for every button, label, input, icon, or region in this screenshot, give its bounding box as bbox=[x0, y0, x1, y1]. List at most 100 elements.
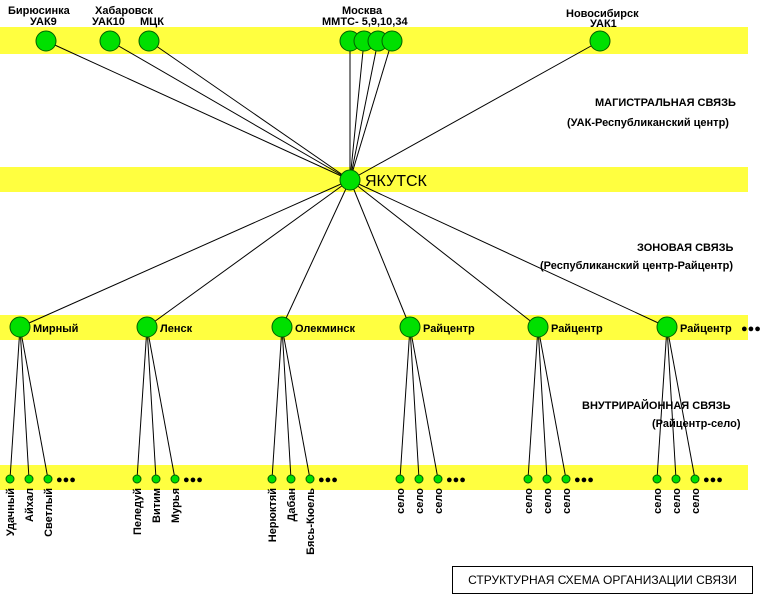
line-district-5-village-1 bbox=[527, 326, 539, 480]
label-moscow-city: Москва bbox=[342, 5, 383, 17]
village-more-dots-2: ●●● bbox=[183, 474, 203, 486]
village-node-2-3 bbox=[170, 474, 180, 484]
village-label-2-2: Витим bbox=[151, 488, 163, 523]
label-khabarovsk-code: УАК10 bbox=[92, 16, 125, 28]
band-village-level bbox=[0, 465, 748, 490]
line-district-1-village-3 bbox=[19, 326, 49, 480]
village-label-5-1: село bbox=[523, 488, 535, 514]
village-node-5-2 bbox=[542, 474, 552, 484]
node-biryusinka bbox=[35, 30, 57, 52]
village-node-6-3 bbox=[690, 474, 700, 484]
line-yakutsk-district-2 bbox=[146, 179, 351, 328]
nodes bbox=[5, 30, 700, 484]
line-mck-yakutsk bbox=[148, 40, 351, 181]
village-label-6-1: село bbox=[652, 488, 664, 514]
village-more-dots-1: ●●● bbox=[56, 474, 76, 486]
line-moscow-2-yakutsk bbox=[349, 40, 365, 181]
line-district-4-village-3 bbox=[409, 326, 439, 480]
line-district-2-village-2 bbox=[146, 326, 157, 480]
node-novosibirsk bbox=[589, 30, 611, 52]
village-label-5-3: село bbox=[561, 488, 573, 514]
line-district-5-village-3 bbox=[537, 326, 567, 480]
line-district-2-village-1 bbox=[136, 326, 148, 480]
village-node-1-2 bbox=[24, 474, 34, 484]
village-label-6-2: село bbox=[671, 488, 683, 514]
district-label-1: Мирный bbox=[33, 323, 78, 335]
district-node-4 bbox=[399, 316, 421, 338]
center-node-yakutsk bbox=[339, 169, 361, 191]
label-moscow-code: ММТС- 5,9,10,34 bbox=[322, 16, 408, 28]
village-node-5-3 bbox=[561, 474, 571, 484]
line-moscow-3-yakutsk bbox=[349, 40, 379, 181]
intra-subtitle: (Райцентр-село) bbox=[652, 418, 741, 430]
line-moscow-4-yakutsk bbox=[349, 40, 393, 181]
line-district-1-village-2 bbox=[19, 326, 30, 480]
village-node-4-1 bbox=[395, 474, 405, 484]
village-label-1-1: Удачный bbox=[5, 488, 17, 536]
village-label-1-3: Светлый bbox=[43, 488, 55, 537]
node-mck bbox=[138, 30, 160, 52]
village-label-3-3: Бясь-Кюель bbox=[305, 488, 317, 555]
district-label-2: Ленск bbox=[160, 323, 193, 335]
line-district-3-village-1 bbox=[271, 326, 283, 480]
trunk-subtitle: (УАК-Республиканский центр) bbox=[567, 117, 729, 129]
label-khabarovsk-city: Хабаровск bbox=[95, 5, 153, 17]
line-district-3-village-3 bbox=[281, 326, 311, 480]
village-more-dots-3: ●●● bbox=[318, 474, 338, 486]
label-mck-code: МЦК bbox=[140, 16, 164, 28]
district-node-6 bbox=[656, 316, 678, 338]
district-label-3: Олекминск bbox=[295, 323, 356, 335]
line-yakutsk-district-6 bbox=[349, 179, 668, 328]
village-node-1-1 bbox=[5, 474, 15, 484]
band-district-level bbox=[0, 315, 748, 340]
district-node-1 bbox=[9, 316, 31, 338]
district-node-5 bbox=[527, 316, 549, 338]
village-label-2-1: Пеледуй bbox=[132, 488, 144, 535]
village-label-6-3: село bbox=[690, 488, 702, 514]
village-node-5-1 bbox=[523, 474, 533, 484]
village-more-dots-5: ●●● bbox=[574, 474, 594, 486]
village-label-5-2: село bbox=[542, 488, 554, 514]
district-node-2 bbox=[136, 316, 158, 338]
intra-title: ВНУТРИРАЙОННАЯ СВЯЗЬ bbox=[582, 399, 731, 412]
line-district-1-village-1 bbox=[9, 326, 21, 480]
village-node-4-3 bbox=[433, 474, 443, 484]
line-khabarovsk-yakutsk bbox=[109, 40, 351, 181]
village-node-3-2 bbox=[286, 474, 296, 484]
village-node-4-2 bbox=[414, 474, 424, 484]
center-label-yakutsk: ЯКУТСК bbox=[365, 173, 428, 190]
line-district-6-village-2 bbox=[666, 326, 677, 480]
line-yakutsk-district-1 bbox=[19, 179, 351, 328]
village-node-3-1 bbox=[267, 474, 277, 484]
village-node-2-1 bbox=[132, 474, 142, 484]
line-district-2-village-3 bbox=[146, 326, 176, 480]
node-moscow-4 bbox=[381, 30, 403, 52]
village-label-3-2: Дабан bbox=[286, 488, 298, 522]
line-yakutsk-district-3 bbox=[281, 179, 351, 328]
connection-lines bbox=[9, 40, 696, 480]
district-label-4: Райцентр bbox=[423, 323, 475, 335]
village-node-2-2 bbox=[151, 474, 161, 484]
village-label-4-3: село bbox=[433, 488, 445, 514]
zone-subtitle: (Республиканский центр-Райцентр) bbox=[540, 260, 733, 272]
band-center-level bbox=[0, 167, 748, 192]
village-node-3-3 bbox=[305, 474, 315, 484]
label-biryusinka-city: Бирюсинка bbox=[8, 5, 71, 17]
village-label-3-1: Нерюктяй bbox=[267, 488, 279, 542]
labels: МАГИСТРАЛЬНАЯ СВЯЗЬ (УАК-Республиканский… bbox=[5, 5, 761, 555]
village-label-4-2: село bbox=[414, 488, 426, 514]
trunk-title: МАГИСТРАЛЬНАЯ СВЯЗЬ bbox=[595, 97, 736, 109]
village-node-6-2 bbox=[671, 474, 681, 484]
line-district-4-village-2 bbox=[409, 326, 420, 480]
label-biryusinka-code: УАК9 bbox=[30, 16, 57, 28]
line-yakutsk-district-5 bbox=[349, 179, 539, 328]
village-label-4-1: село bbox=[395, 488, 407, 514]
node-khabarovsk bbox=[99, 30, 121, 52]
label-novosibirsk-city: Новосибирск bbox=[566, 8, 639, 20]
village-label-2-3: Мурья bbox=[170, 488, 182, 523]
line-yakutsk-district-4 bbox=[349, 179, 411, 328]
village-label-1-2: Айхал bbox=[24, 488, 36, 522]
district-node-3 bbox=[271, 316, 293, 338]
line-district-5-village-2 bbox=[537, 326, 548, 480]
village-more-dots-4: ●●● bbox=[446, 474, 466, 486]
